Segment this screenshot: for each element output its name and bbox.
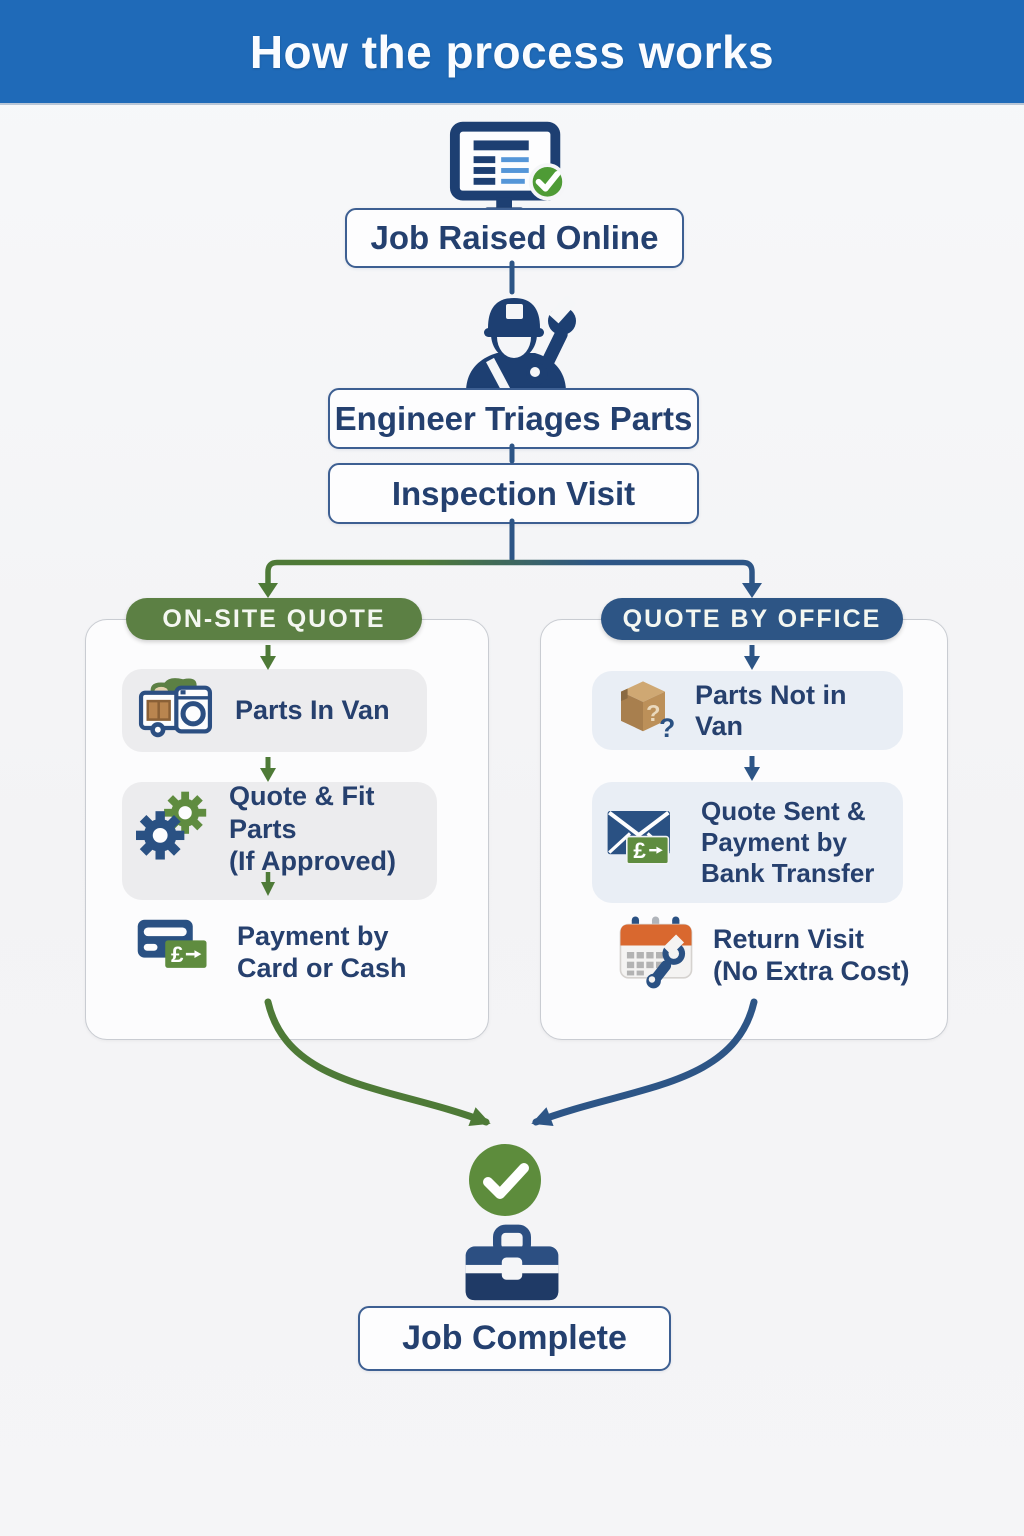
job-raised-node: Job Raised Online (345, 208, 684, 268)
step-label-line3: Bank Transfer (701, 858, 875, 889)
question-symbol-light: ? (646, 700, 660, 726)
step-label: Parts Not in Van (695, 679, 847, 741)
step-payment-card-cash: £ Payment by Card or Cash (122, 908, 462, 996)
briefcase-icon (461, 1224, 563, 1304)
branch-onsite-title: ON-SITE QUOTE (162, 604, 386, 633)
step-return-visit: Return Visit (No Extra Cost) (600, 912, 930, 998)
box-question-icon: ? ? (606, 674, 680, 747)
pound-symbol: £ (633, 838, 646, 863)
header-bar: How the process works (0, 0, 1024, 105)
page-title: How the process works (249, 25, 775, 78)
card-cash-icon: £ (136, 918, 222, 987)
inspection-visit-node: Inspection Visit (328, 463, 699, 524)
job-raised-label: Job Raised Online (370, 219, 659, 256)
question-symbol-navy: ? (659, 713, 675, 740)
step-parts-in-van: Parts In Van (122, 669, 427, 752)
step-quote-fit-parts: Quote & Fit Parts (If Approved) (122, 780, 437, 900)
step-label-line2: (If Approved) (229, 846, 396, 877)
monitor-check-icon (447, 120, 577, 220)
envelope-money-icon: £ (606, 809, 686, 876)
step-label: Return Visit (No Extra Cost) (713, 923, 910, 988)
engineer-triages-label: Engineer Triages Parts (334, 399, 693, 437)
engineer-wrench-icon (450, 290, 584, 393)
inspection-visit-label: Inspection Visit (391, 474, 636, 512)
step-label-line2: Payment by (701, 826, 847, 857)
pound-symbol: £ (171, 941, 184, 966)
step-label: Parts In Van (235, 695, 390, 725)
check-circle-icon (468, 1143, 542, 1217)
van-parts-icon (136, 674, 220, 747)
step-label-line1: Payment by (237, 920, 389, 951)
step-quote-sent-bank-transfer: £ Quote Sent & Payment by Bank Transfer (592, 782, 903, 903)
gears-icon (136, 790, 214, 869)
engineer-triages-node: Engineer Triages Parts (328, 388, 699, 449)
step-label: Quote & Fit Parts (If Approved) (229, 780, 427, 877)
step-label-line1: Return Visit (713, 923, 865, 954)
branch-office-header: QUOTE BY OFFICE (601, 598, 903, 640)
step-label: Payment by Card or Cash (237, 920, 407, 985)
step-label: Quote Sent & Payment by Bank Transfer (701, 796, 874, 890)
step-label-line2: (No Extra Cost) (713, 956, 910, 986)
step-label-line1: Quote & Fit Parts (229, 781, 375, 844)
step-label-line2: Card or Cash (237, 953, 407, 983)
step-label-line1: Quote Sent & (701, 795, 866, 826)
calendar-wrench-icon (614, 913, 698, 998)
branch-onsite-header: ON-SITE QUOTE (126, 598, 422, 640)
job-complete-node: Job Complete (358, 1306, 671, 1371)
branch-office-title: QUOTE BY OFFICE (622, 604, 882, 633)
step-parts-not-in-van: ? ? Parts Not in Van (592, 671, 903, 750)
job-complete-label: Job Complete (402, 1319, 627, 1357)
